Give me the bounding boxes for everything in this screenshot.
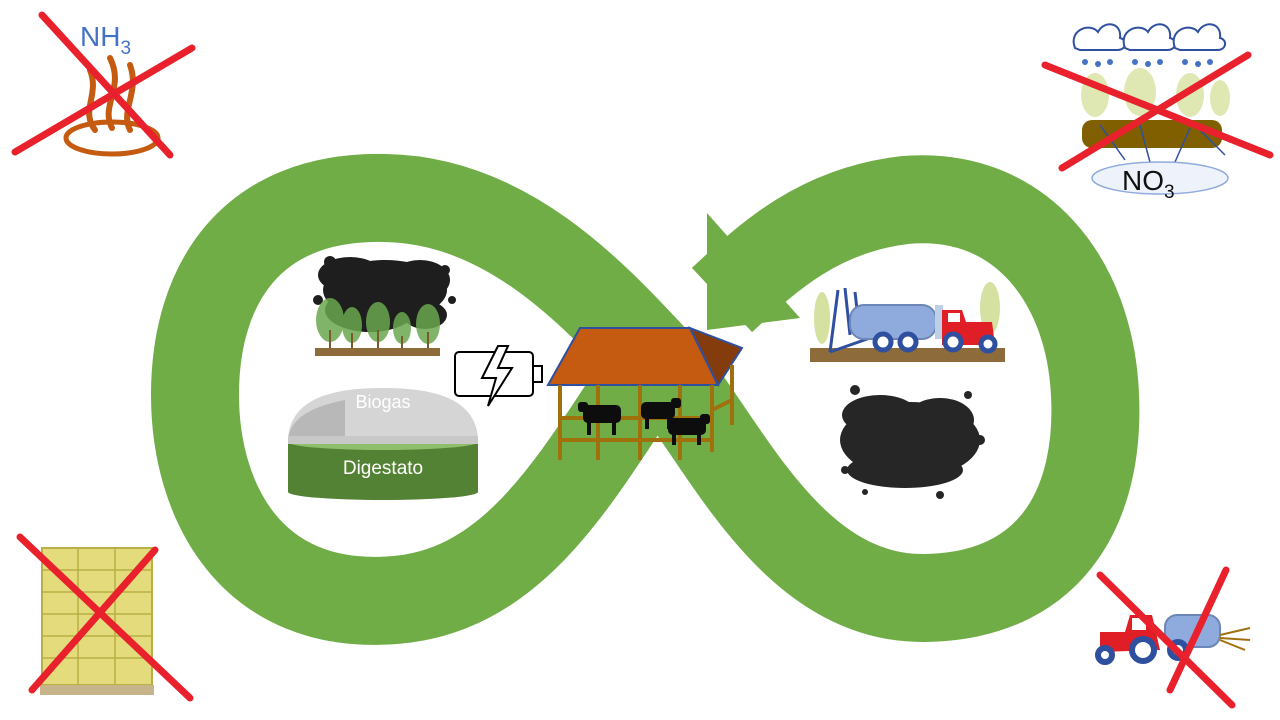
- cross-mark-icon: [1041, 51, 1274, 172]
- tractor-spreader-crossed: [1095, 566, 1251, 709]
- biochar-with-plants: [313, 256, 456, 356]
- fertilizer-bags-crossed: [16, 533, 194, 702]
- nitrate-leaching-crossed: NO3: [1041, 23, 1274, 203]
- cross-mark-icon: [16, 533, 194, 702]
- biochar-pile: [840, 385, 985, 499]
- barn-with-cows: [546, 326, 744, 460]
- cross-mark-icon: [11, 11, 196, 159]
- arrow-head: [707, 213, 800, 330]
- ammonia-emission-crossed: NH3: [11, 11, 196, 159]
- nh3-label: NH3: [80, 21, 131, 59]
- digestate-label: Digestato: [343, 458, 423, 479]
- biogas-digester: Biogas Digestato: [288, 388, 478, 500]
- tanker-spreader: [810, 282, 1005, 362]
- cross-mark-icon: [1096, 566, 1236, 709]
- battery-charging-icon: [454, 345, 543, 407]
- no3-label: NO3: [1122, 165, 1175, 203]
- biogas-label: Biogas: [355, 392, 410, 412]
